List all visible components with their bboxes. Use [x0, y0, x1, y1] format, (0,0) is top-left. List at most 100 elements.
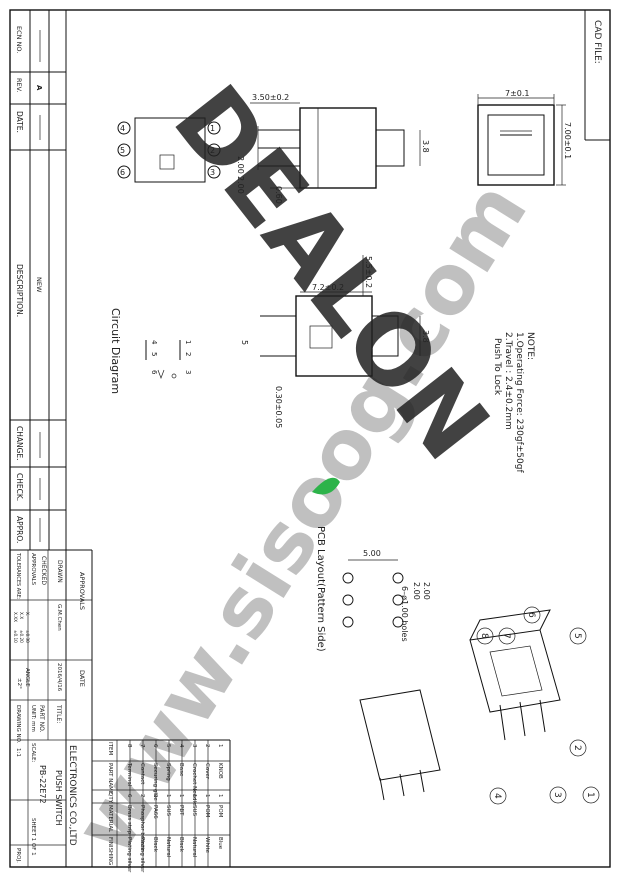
title-value: PUSH SWITCH — [54, 770, 63, 826]
bom-cell-qty: 6 — [126, 794, 132, 798]
pin-6-label: 6 — [120, 168, 125, 177]
date-label: DATE. — [15, 111, 24, 133]
side-pin-thickness-dim: 0.60 — [274, 186, 283, 204]
callout-6: 6 — [526, 612, 536, 618]
bom-cell-item: 1 — [217, 744, 223, 748]
angle-label: ANGLE — [24, 668, 30, 687]
callout-4: 4 — [492, 793, 502, 799]
tol-a-v: ±0.30 — [25, 630, 30, 643]
bom-cell-name: Crochet Needle — [191, 763, 197, 806]
circuit-title: Circuit Diagram — [109, 308, 122, 394]
bom-header-part: PART NAME — [107, 763, 113, 795]
side-pin-spacing-dim: 2.00 — [236, 156, 245, 174]
rev-value: A — [35, 85, 43, 91]
pcb-pitch-c-dim: 2.00 — [412, 582, 421, 600]
bom-header-item: ITEM — [107, 742, 113, 755]
pin-4-label: 4 — [120, 124, 125, 133]
pin-3-label: 3 — [210, 168, 215, 177]
bom-cell-name: Spring — [165, 763, 171, 781]
bom-cell-name: KNOB — [217, 763, 223, 779]
bom-cell-name: Securing glue — [152, 763, 158, 801]
bom-cell-material: Phosphor bronze — [139, 805, 145, 852]
cad-file-box: CAD FILE: — [584, 10, 610, 141]
front-knob-dim: 5.5±0.2 — [364, 256, 373, 288]
bom-cell-item: 7 — [139, 744, 145, 748]
bom-cell-item: 8 — [126, 744, 132, 748]
unit-label: UNIT: mm — [30, 705, 36, 732]
pin-5-label: 5 — [120, 146, 125, 155]
callout-7: 7 — [501, 633, 511, 639]
bom-cell-material: Brass strip — [126, 805, 132, 835]
scale-label: SCALE: — [30, 743, 36, 763]
check-label: CHECK. — [15, 473, 24, 501]
part-value: PB-22E72 — [38, 765, 47, 804]
bom-cell-item: 3 — [191, 744, 197, 748]
title-label: TITLE: — [55, 704, 62, 723]
bom-cell-material: PA66 — [152, 805, 158, 819]
pcb-pitch-dim: 5.00 — [363, 549, 381, 558]
tol-c-v: ±0.10 — [13, 630, 18, 643]
ecn-no-label: ECN NO. — [15, 26, 23, 53]
bom-cell-finish: White — [204, 837, 210, 854]
tol-a: X. — [25, 612, 30, 616]
notes-line1: 1.Operating Force: 230gf±50gf — [514, 332, 524, 473]
tol-c: X.XX — [13, 612, 18, 622]
bom-cell-finish: Plating silver — [139, 837, 145, 873]
pin-1-label: 1 — [210, 124, 215, 133]
bom-cell-item: 2 — [204, 744, 210, 748]
side-pitch-dim: 3.50±0.2 — [252, 93, 289, 102]
bom-cell-material: POM — [217, 805, 223, 818]
pcb-layout: PCB Layout(Pattern Side) 5.00 2.00 2.00 … — [315, 526, 431, 652]
bom-cell-item: 5 — [165, 744, 171, 748]
notes-title: NOTE: — [525, 332, 535, 360]
rev-label: REV. — [15, 78, 23, 92]
side-height-dim: 3.8 — [421, 140, 430, 153]
bom-cell-material: POM — [204, 805, 210, 818]
tolerances-label: TOLERANCES ARE: — [15, 552, 21, 600]
exploded-view: 1 2 3 4 5 6 7 8 — [359, 606, 600, 805]
pin-layout: 4 5 6 1 2 3 — [117, 117, 221, 183]
bom-cell-finish: Black — [152, 837, 158, 853]
revision-block: ECN NO. REV. DATE. DESCRIPTION. CHANGE. … — [10, 10, 67, 551]
description-label: DESCRIPTION. — [15, 264, 24, 317]
side-view: 3.50±0.2 3.8 2.00 2.00 0.60 — [236, 93, 430, 204]
change-label: CHANGE. — [15, 426, 24, 461]
drawn-date: 2016/4/16 — [56, 663, 62, 692]
circuit-pin-5: 5 — [150, 352, 158, 356]
bom-cell-name: Contact — [139, 763, 145, 785]
bom-header-finishing: FINISHING — [107, 837, 113, 865]
notes: NOTE: 1.Operating Force: 230gf±50gf 2.Tr… — [492, 332, 535, 473]
bom-cell-name: Base — [178, 763, 184, 777]
circuit-pin-6: 6 — [150, 370, 158, 375]
notes-line3: Push To Lock — [492, 338, 502, 396]
cad-file-label: CAD FILE: — [592, 20, 602, 64]
bom-cell-qty: 1 — [217, 794, 223, 798]
bom-cell-qty: 1 — [165, 794, 171, 798]
circuit-pin-2: 2 — [184, 352, 192, 356]
sheet-border — [9, 9, 611, 868]
top-height-dim: 7.00±0.1 — [563, 122, 572, 159]
drawn-label: DRAWN — [56, 560, 63, 583]
circuit-pin-3: 3 — [184, 370, 192, 374]
front-view: 7.2±0.2 5.5±0.2 3.8 5 0.30±0.05 — [240, 255, 430, 428]
bom-cell-qty: 1 — [178, 794, 184, 798]
angle-value: ±2° — [16, 678, 22, 689]
notes-line2: 2.Travel : 2.4±0.2mm — [503, 332, 513, 430]
circuit-pin-1: 1 — [184, 340, 192, 344]
appro-label: APPRO. — [15, 516, 24, 543]
proj-label: PROJ. — [15, 848, 21, 863]
bom-table: ITEM PART NAME QTY. MATERIAL FINISHING 8… — [91, 739, 231, 873]
pcb-title: PCB Layout(Pattern Side) — [315, 526, 326, 652]
bom-cell-name: Terminal — [126, 762, 132, 787]
part-label: PART NO. — [38, 705, 45, 733]
front-depth-dim: 7.2±0.2 — [312, 283, 344, 292]
bom-cell-item: 6 — [152, 744, 158, 748]
pcb-pitch-b-dim: 2.00 — [422, 582, 431, 600]
bom-header-qty: QTY. — [107, 792, 113, 804]
checked-label: CHECKED — [40, 556, 47, 585]
company-name: ELECTRONICS CO.,LTD — [67, 745, 77, 846]
callout-8: 8 — [479, 633, 489, 639]
bom-cell-material: PBT — [178, 805, 184, 816]
bom-cell-material: SUS — [191, 805, 197, 817]
